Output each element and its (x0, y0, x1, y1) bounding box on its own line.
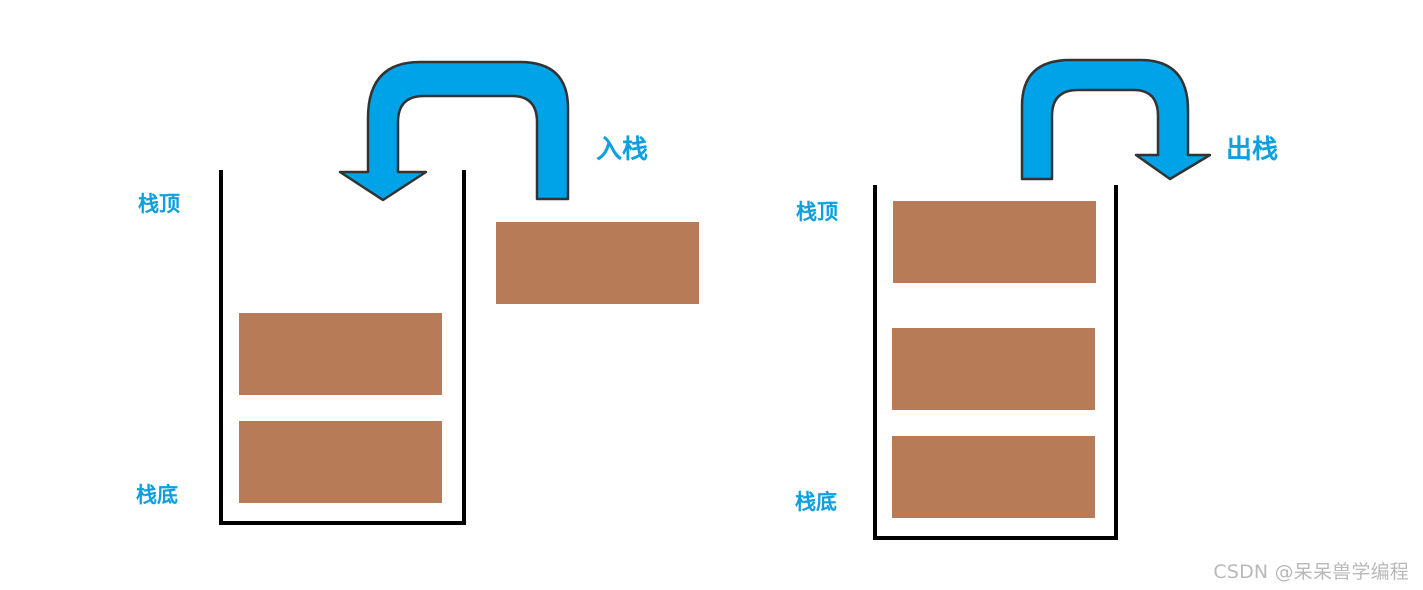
pop-stack-item-middle (892, 328, 1095, 410)
push-action-label: 入栈 (596, 135, 648, 165)
push-arrow-icon (338, 60, 570, 202)
pop-stack-item-top (893, 201, 1096, 283)
watermark: CSDN @呆呆兽学编程 (1213, 561, 1409, 583)
pop-top-label: 栈顶 (796, 200, 838, 224)
pop-action-label: 出栈 (1226, 135, 1278, 165)
pop-arrow-icon (1020, 58, 1212, 181)
incoming-item (496, 222, 699, 304)
push-stack-item-top (239, 313, 442, 395)
pop-stack-container (873, 185, 1118, 540)
push-panel: 栈顶 栈底 入栈 (136, 60, 699, 525)
pop-stack-item-bottom (892, 436, 1095, 518)
push-stack-item-bottom (239, 421, 442, 503)
push-bottom-label: 栈底 (136, 483, 178, 507)
pop-bottom-label: 栈底 (795, 490, 837, 514)
push-stack-container (219, 170, 466, 525)
pop-panel: 栈顶 栈底 出栈 (795, 58, 1278, 540)
push-top-label: 栈顶 (138, 192, 180, 216)
